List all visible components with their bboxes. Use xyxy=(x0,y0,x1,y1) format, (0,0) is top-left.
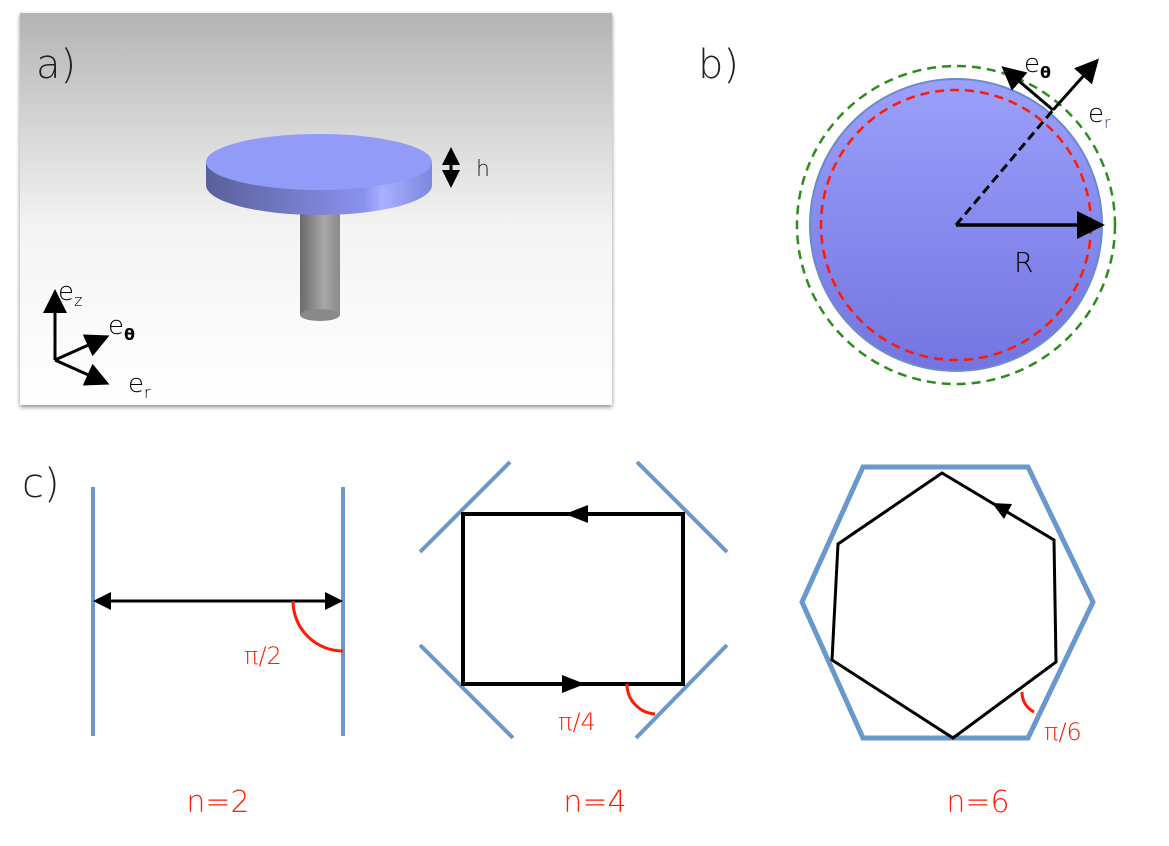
panel-a: a) h ez eθ er xyxy=(20,13,612,405)
svg-text:er: er xyxy=(1088,99,1111,132)
case-n6: π/6 n=6 xyxy=(799,464,1096,820)
angle-label: π/2 xyxy=(244,642,282,670)
hexagonal-mirrors xyxy=(799,464,1096,741)
panel-c-label: c) xyxy=(22,461,60,507)
b-er-subscript: r xyxy=(1104,113,1111,132)
panel-b: b) R eθ er xyxy=(698,42,1117,386)
radius-label: R xyxy=(1014,246,1033,279)
radial-dashed-line xyxy=(954,109,1055,226)
case-n4: π/4 n=4 xyxy=(418,460,729,820)
arrow-right-icon xyxy=(562,675,585,693)
disk xyxy=(206,134,432,215)
er-subscript: r xyxy=(144,383,151,402)
panel-a-label: a) xyxy=(36,42,76,88)
outer-dashed-circle xyxy=(795,64,1117,386)
etheta-subscript: θ xyxy=(124,325,135,344)
angle-label: π/4 xyxy=(558,708,596,736)
arrow-left-icon xyxy=(565,505,588,523)
panel-b-label: b) xyxy=(698,42,739,88)
ray-path xyxy=(830,471,1058,740)
ez-subscript: z xyxy=(74,291,82,310)
svg-text:eθ: eθ xyxy=(1024,49,1051,82)
mirrors xyxy=(418,460,729,740)
b-er-label: e xyxy=(1088,99,1104,129)
b-etheta-subscript: θ xyxy=(1040,63,1051,82)
angle-arc xyxy=(291,600,344,653)
n-label: n=2 xyxy=(186,785,249,820)
n-label: n=4 xyxy=(563,785,626,820)
svg-text:eθ: eθ xyxy=(108,311,135,344)
n-label: n=6 xyxy=(946,785,1009,820)
case-n2: π/2 n=2 xyxy=(91,487,345,820)
angle-arc xyxy=(625,683,656,716)
angle-arc xyxy=(1020,691,1035,714)
angle-label: π/6 xyxy=(1044,718,1082,746)
svg-text:er: er xyxy=(128,369,151,402)
height-label: h xyxy=(476,157,490,182)
panel-c: c) π/2 n=2 π/4 n=4 xyxy=(22,460,1096,820)
svg-text:ez: ez xyxy=(58,277,82,310)
ray-path xyxy=(461,512,685,686)
ez-label: e xyxy=(58,277,74,307)
b-etheta-label: e xyxy=(1024,49,1040,79)
etheta-label: e xyxy=(108,311,124,341)
er-arrow xyxy=(1051,58,1099,111)
arrow-icon xyxy=(992,503,1012,519)
coordinate-axes: ez eθ er xyxy=(43,277,151,402)
etheta-arrow xyxy=(1001,66,1054,112)
er-label: e xyxy=(128,369,144,399)
